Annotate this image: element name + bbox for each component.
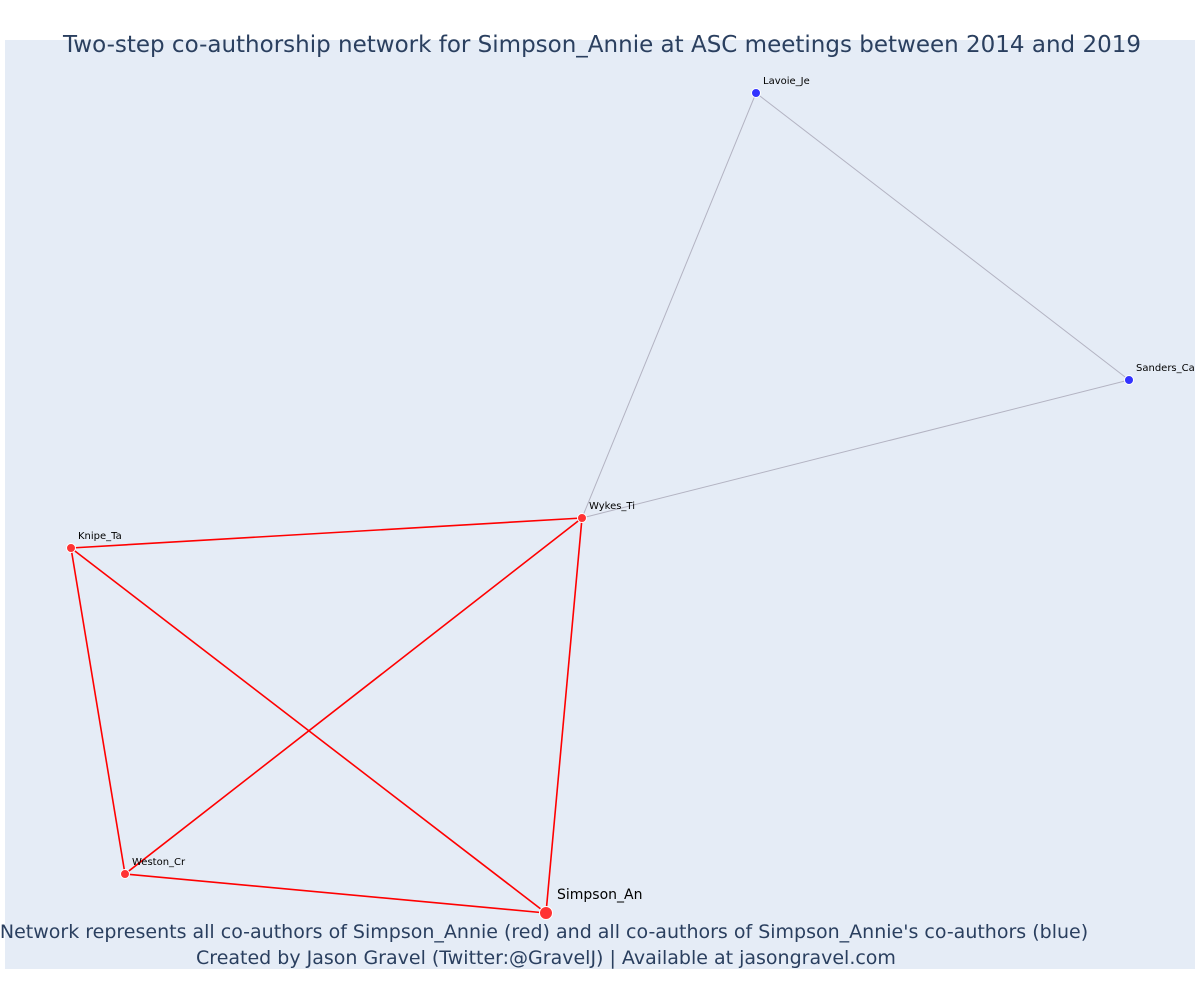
node-knipe[interactable]: [66, 543, 76, 553]
caption-line-2: Created by Jason Gravel (Twitter:@Gravel…: [196, 947, 896, 969]
node-label-wykes: Wykes_Ti: [589, 501, 635, 512]
chart-title: Two-step co-authorship network for Simps…: [62, 32, 1141, 58]
node-sanders[interactable]: [1124, 375, 1134, 385]
node-label-lavoie: Lavoie_Je: [763, 76, 810, 87]
node-weston[interactable]: [120, 869, 130, 879]
node-simpson[interactable]: [539, 906, 553, 920]
plot-background: [5, 40, 1195, 969]
edge-knipe-weston: [70, 547, 126, 875]
nodes-layer: [66, 88, 1134, 920]
edge-wykes-simpson: [545, 517, 583, 914]
edge-weston-simpson: [124, 873, 547, 914]
edge-weston-wykes: [124, 517, 583, 875]
node-lavoie[interactable]: [751, 88, 761, 98]
node-label-knipe: Knipe_Ta: [78, 531, 122, 542]
edge-lavoie-wykes: [581, 92, 757, 519]
edge-knipe-wykes: [70, 517, 583, 549]
caption-line-1: Network represents all co-authors of Sim…: [0, 921, 1088, 943]
node-label-sanders: Sanders_Ca: [1136, 363, 1195, 374]
edges-layer: [70, 92, 1130, 914]
node-label-weston: Weston_Cr: [132, 857, 186, 868]
node-wykes[interactable]: [577, 513, 587, 523]
edge-lavoie-sanders: [755, 92, 1130, 381]
edge-sanders-wykes: [581, 379, 1130, 519]
node-label-simpson: Simpson_An: [557, 887, 642, 903]
